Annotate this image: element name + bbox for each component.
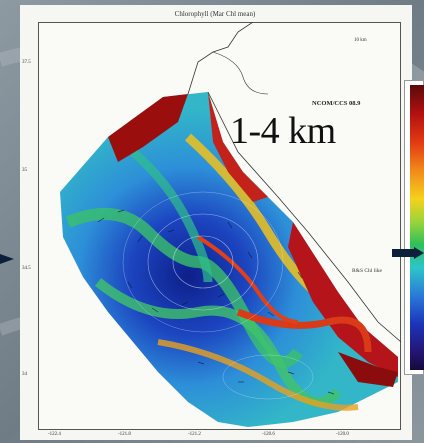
run-label: NCOM/CCS 08.9 — [312, 100, 361, 107]
resolution-label: 1-4 km — [230, 110, 336, 152]
arrow-right-icon — [392, 247, 424, 259]
lon-tick: -121.8 — [118, 432, 131, 437]
lat-tick: 34.5 — [22, 266, 31, 271]
map-title: Chlorophyll (Mar Chl mean) — [174, 10, 256, 18]
lat-tick: 35 — [22, 168, 27, 173]
chlorophyll-map — [60, 22, 401, 427]
field-label: R&S Chl like — [352, 268, 382, 274]
lon-tick: -122.4 — [48, 432, 61, 437]
lat-tick: 34 — [22, 372, 27, 377]
colorbar — [410, 85, 424, 370]
lon-tick: -120.6 — [262, 432, 275, 437]
scale-label: 10 km — [354, 38, 367, 43]
lon-tick: -121.2 — [188, 432, 201, 437]
lon-tick: -120.0 — [336, 432, 349, 437]
coastline — [187, 22, 254, 95]
arrow-right-icon — [0, 254, 14, 264]
lat-tick: 37.5 — [22, 60, 31, 65]
